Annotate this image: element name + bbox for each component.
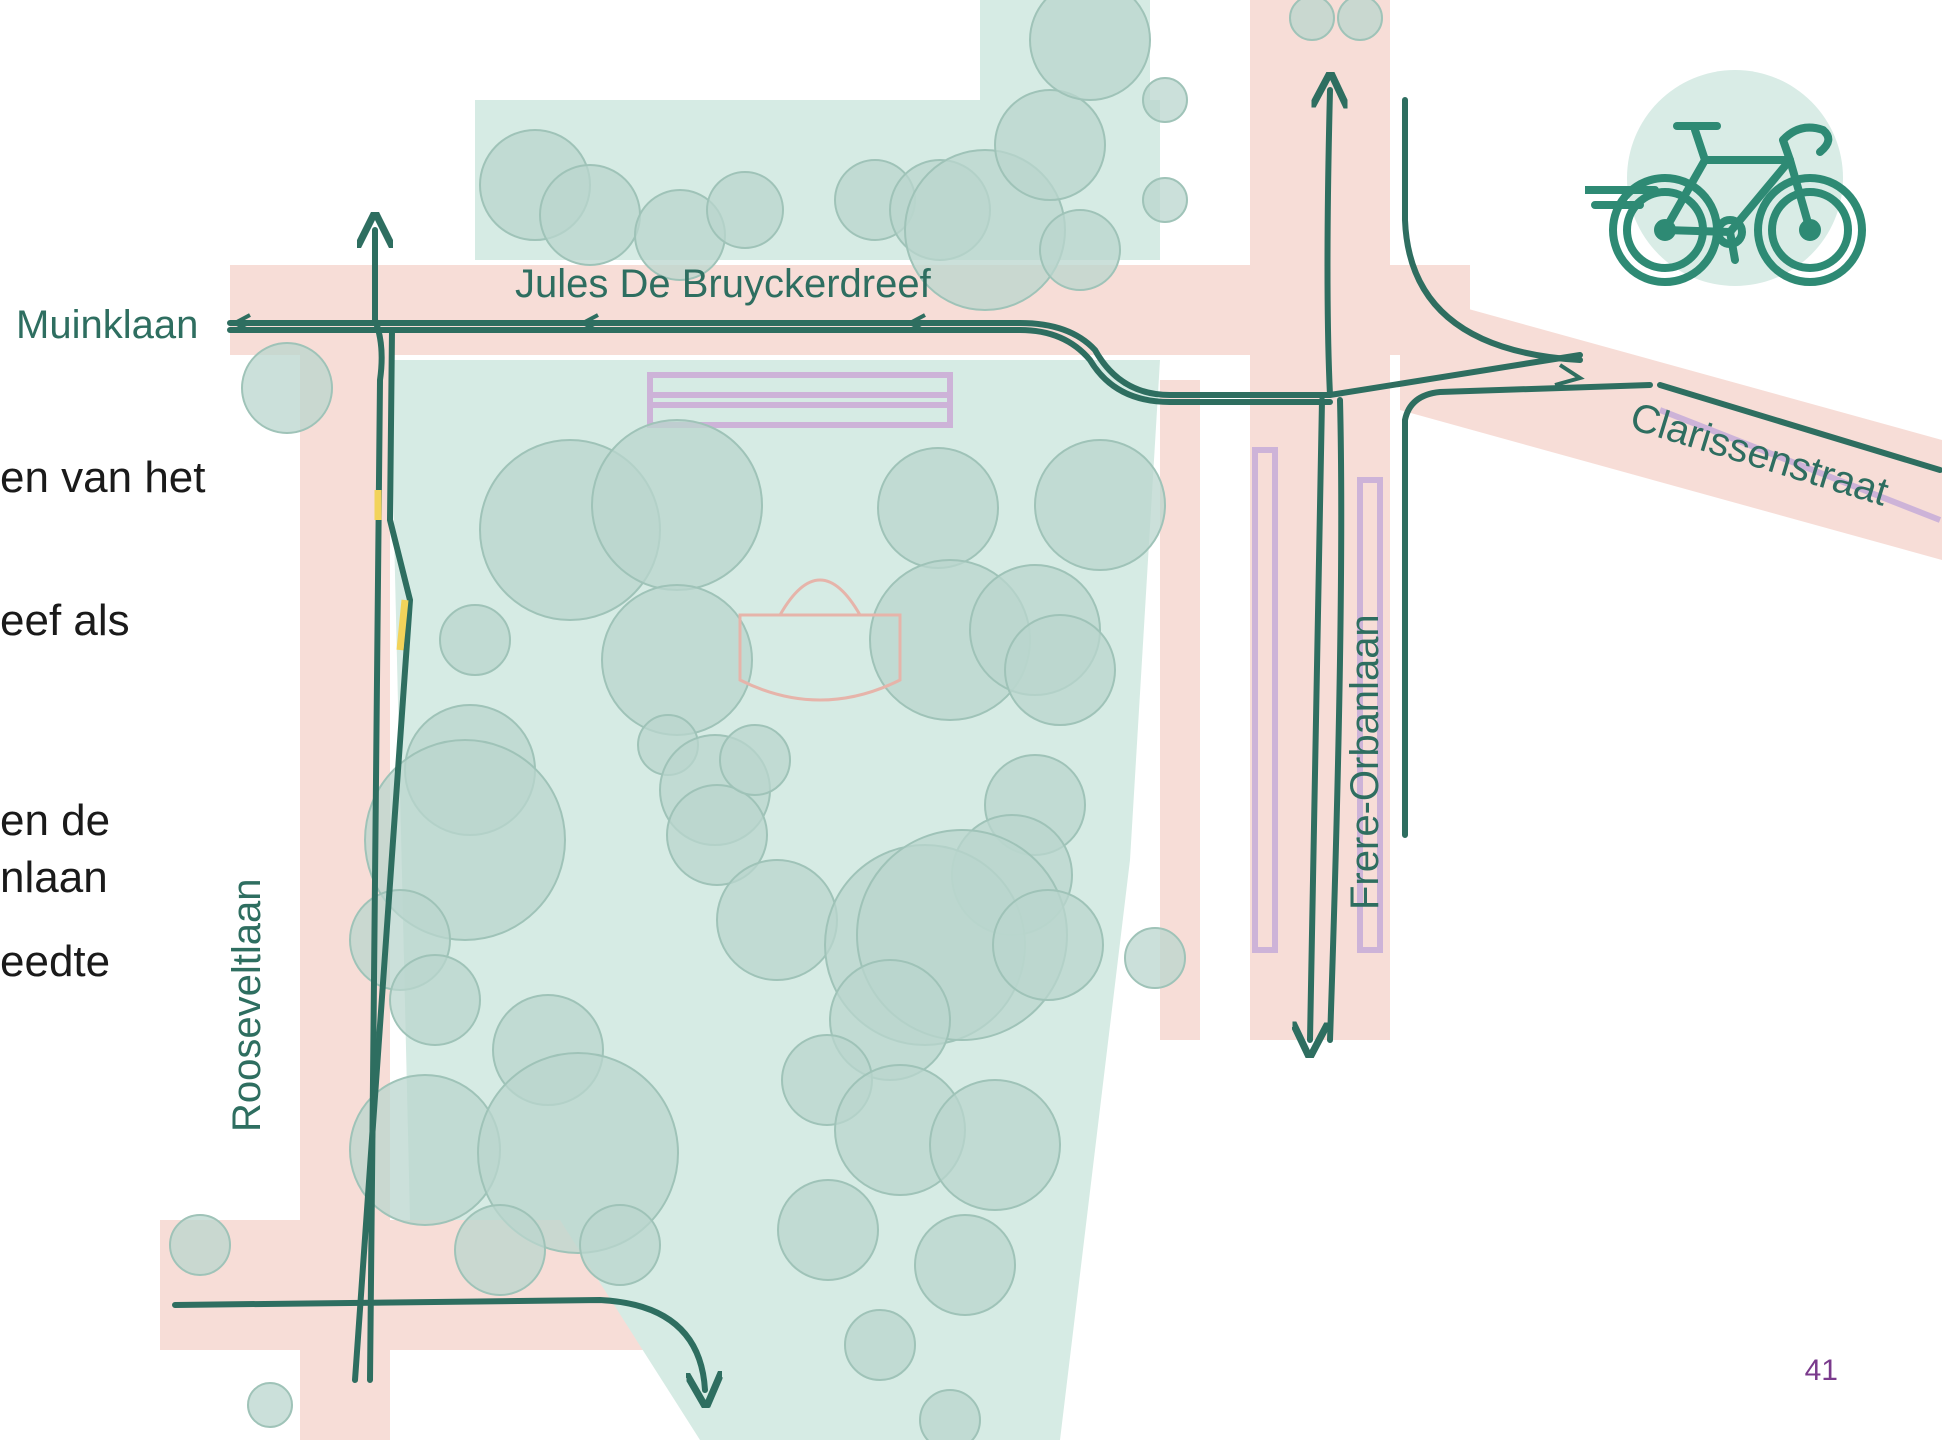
text-fragment-5: eedte bbox=[0, 937, 111, 986]
highlight-marker bbox=[374, 490, 409, 651]
street-label-frere-orbanlaan: Frere-Orbanlaan bbox=[1343, 614, 1387, 910]
street-label-jules-de-bruyckerdreef: Jules De Bruyckerdreef bbox=[515, 262, 932, 306]
page-number: 41 bbox=[1804, 1354, 1838, 1387]
trees bbox=[169, 0, 1383, 1440]
bicycle-icon bbox=[1581, 70, 1866, 286]
cycle-routes bbox=[172, 90, 1942, 1390]
text-fragment-4: nlaan bbox=[0, 853, 108, 902]
text-fragment-2: eef als bbox=[0, 596, 130, 645]
tram-stops bbox=[647, 372, 1942, 953]
text-fragment-1: en van het bbox=[0, 453, 206, 502]
street-label-muinklaan: Muinklaan bbox=[16, 303, 198, 347]
street-label-rooseveltlaan: Rooseveltlaan bbox=[225, 879, 269, 1133]
text-fragment-3: en de bbox=[0, 796, 111, 845]
bicycle-badge bbox=[1581, 60, 1885, 320]
pavilion bbox=[738, 578, 902, 702]
route-arrows bbox=[230, 313, 1585, 387]
